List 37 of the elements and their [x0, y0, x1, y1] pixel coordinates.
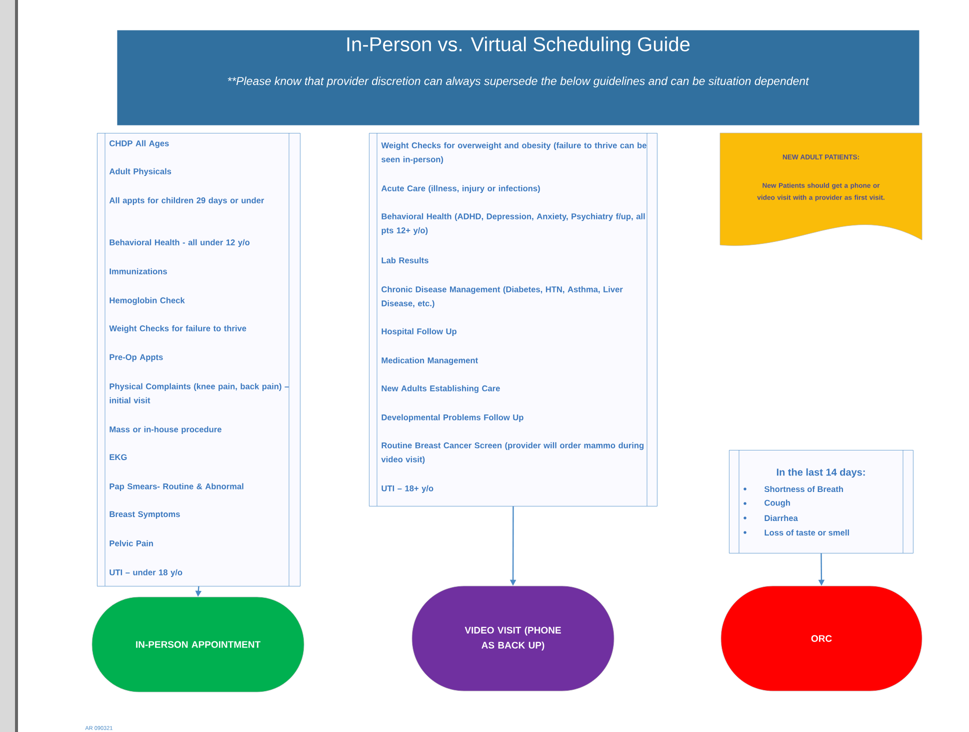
list-item: Lab Results: [382, 257, 428, 264]
list-item: Weight Checks for overweight and obesity (failure to thrive can be seen in-person): [381, 142, 646, 164]
terminal-pill: ORC: [720, 586, 922, 692]
list-item: Hemoglobin Check: [110, 297, 185, 305]
list-item: Acute Care (illness, injury or infections): [381, 185, 540, 193]
title-banner: In-Person vs. Virtual Scheduling Guide **Please know that provider discretion can always supersede the below guidelines and can be situation dependent: [117, 30, 920, 126]
list-item: New Adults Establishing Care: [382, 385, 500, 393]
terminal-pill: IN-PERSON APPOINTMENT: [92, 596, 304, 692]
list-item: Mass or in-house procedure: [110, 426, 222, 434]
list-item: Adult Physicals: [109, 168, 172, 176]
list-item: Behavioral Health (ADHD, Depression, Anxiety, Psychiatry f/up, all pts 12+ y/o): [382, 213, 645, 235]
list-item: Physical Complaints (knee pain, back pain) – initial visit: [110, 383, 289, 404]
list-item: EKG: [110, 454, 127, 460]
list-item: Behavioral Health - all under 12 y/o: [110, 239, 250, 247]
list-box: [369, 132, 658, 506]
list-item: Hospital Follow Up: [382, 328, 456, 336]
list-item: Diarrhea: [764, 514, 798, 522]
list-item: Routine Breast Cancer Screen (provider will order mammo during video visit): [381, 442, 644, 464]
list-item: UTI – under 18 y/o: [110, 569, 182, 577]
list-item: Pelvic Pain: [110, 540, 153, 546]
list-box: In the last 14 days: Shortness of Breath Cough Diarrhea Loss of taste or smell: [729, 450, 914, 554]
list-item: UTI – 18+ y/o: [382, 485, 434, 493]
list-box: [97, 132, 300, 586]
list-item: All appts for children 29 days or under: [109, 197, 264, 205]
list-item: Pap Smears- Routine & Abnormal: [110, 483, 244, 491]
list-item: Chronic Disease Management (Diabetes, HTN, Asthma, Liver Disease, etc.): [382, 286, 623, 308]
list-item: Weight Checks for failure to thrive: [109, 325, 246, 333]
list-item: Breast Symptoms: [110, 511, 180, 519]
list-item: Immunizations: [110, 268, 167, 274]
list-item: Medication Management: [382, 357, 478, 365]
list-item: Developmental Problems Follow Up: [382, 414, 524, 422]
terminal-pill: VIDEO VISIT (PHONE AS BACK UP): [412, 586, 614, 692]
list-item: CHDP All Ages: [110, 140, 169, 148]
list-item: Shortness of Breath: [764, 486, 843, 492]
list-item: Cough: [764, 500, 790, 508]
list-item: Pre-Op Appts: [110, 354, 163, 362]
list-item: Loss of taste or smell: [764, 529, 849, 536]
